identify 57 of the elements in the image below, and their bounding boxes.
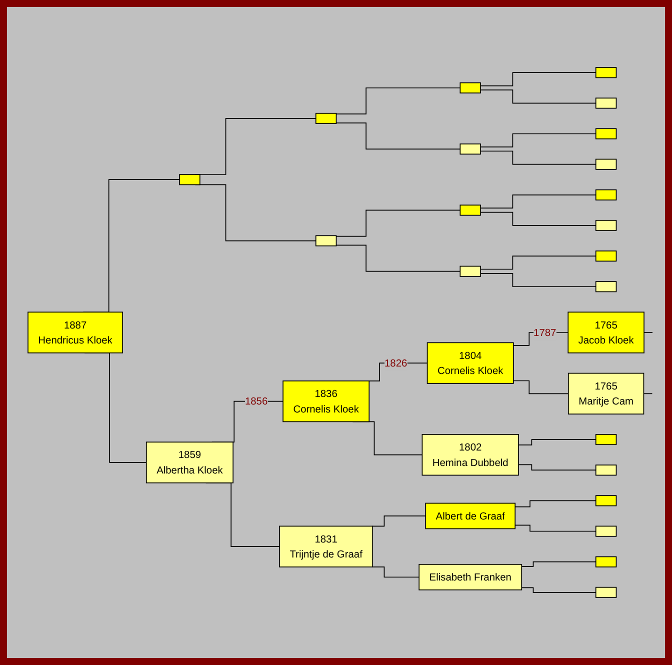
node-box xyxy=(315,112,337,124)
edge-label: 1787 xyxy=(534,326,556,338)
connector xyxy=(480,133,596,148)
node-box xyxy=(595,220,617,231)
connector xyxy=(514,524,596,532)
node-box xyxy=(595,434,617,446)
edge-label: 1826 xyxy=(384,357,408,370)
node-box xyxy=(460,266,481,277)
node-box: 1802 Hemina Dubbeld xyxy=(422,434,519,476)
node-box xyxy=(315,235,337,246)
connector xyxy=(480,194,596,209)
connector xyxy=(336,122,461,150)
connector xyxy=(480,150,596,165)
connector xyxy=(644,332,653,333)
node-box xyxy=(595,526,617,537)
edge-label: 1856 xyxy=(244,395,268,408)
connector xyxy=(336,210,461,237)
connector xyxy=(521,561,596,568)
connector xyxy=(372,566,420,578)
connector xyxy=(521,587,596,593)
node-box xyxy=(595,98,617,109)
connector xyxy=(372,516,426,527)
node-box xyxy=(595,250,617,262)
node-box xyxy=(595,586,617,598)
connector xyxy=(480,256,596,270)
node-box xyxy=(460,144,481,155)
node-box xyxy=(460,82,481,94)
node-box: Elisabeth Franken xyxy=(418,564,522,590)
connector xyxy=(512,380,569,394)
connector xyxy=(480,72,596,86)
connector xyxy=(480,90,596,104)
connector xyxy=(480,212,596,226)
node-box: 1804 Cornelis Kloek xyxy=(426,342,514,384)
node-box: Albert de Graaf xyxy=(425,502,516,530)
connector xyxy=(514,500,596,508)
node-box xyxy=(595,67,617,78)
node-box xyxy=(595,464,617,476)
node-box xyxy=(595,128,617,140)
node-box: 1831 Trijntje de Graaf xyxy=(279,526,374,568)
connector xyxy=(336,244,461,272)
node-box xyxy=(179,174,200,186)
connector xyxy=(643,393,653,394)
node-box: 1836 Cornelis Kloek xyxy=(282,380,370,422)
node-box xyxy=(460,204,481,216)
node-box xyxy=(595,495,617,506)
node-box xyxy=(595,189,617,200)
node-box xyxy=(595,158,617,170)
node-box xyxy=(595,281,617,292)
node-box xyxy=(595,556,617,568)
connector xyxy=(518,439,596,446)
node-box: 1765 Jacob Kloek xyxy=(568,312,644,354)
connector xyxy=(480,273,596,288)
node-box: 1887 Hendricus Kloek xyxy=(28,312,124,354)
connector xyxy=(336,87,461,114)
node-box: 1859 Albertha Kloek xyxy=(146,442,234,484)
node-box: 1765 Maritje Cam xyxy=(568,372,644,414)
connector xyxy=(518,464,596,471)
